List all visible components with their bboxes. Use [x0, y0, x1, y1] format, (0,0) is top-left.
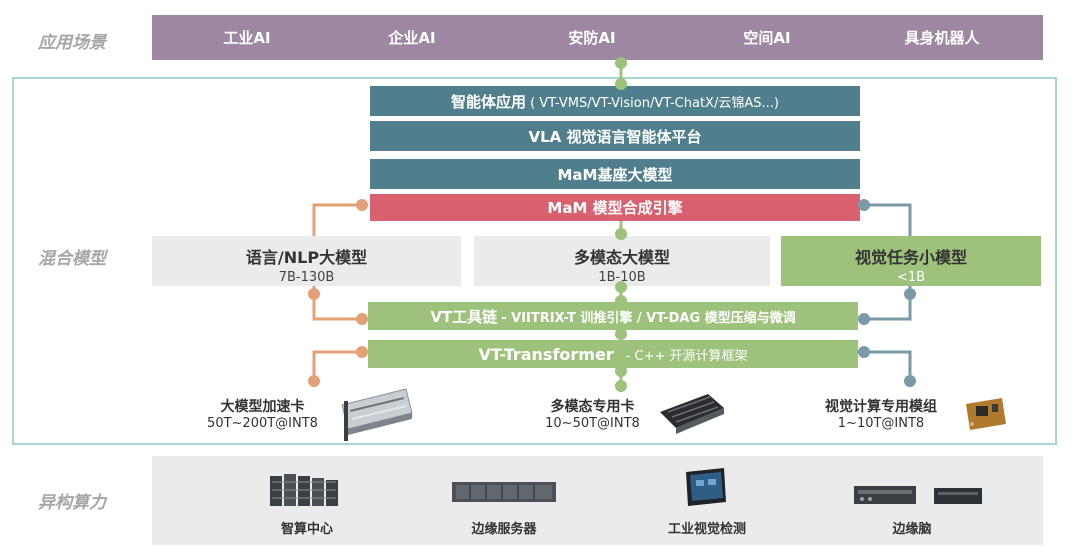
connector-dot: [904, 375, 916, 387]
multimodal-card-spec: 10~50T@INT8: [545, 416, 640, 431]
vla-platform-bar: VLA 视觉语言智能体平台: [370, 121, 860, 151]
vision-module-title: 视觉计算专用模组: [825, 399, 937, 415]
mam-synthesis-engine-bar: MaM 模型合成引擎: [370, 194, 860, 221]
vt-transformer-detail: - C++ 开源计算框架: [625, 348, 748, 364]
compute-item-edge-brain: 边缘脑: [892, 522, 932, 537]
connector-dot: [615, 228, 627, 240]
mam-base-model-bar: MaM基座大模型: [370, 159, 860, 189]
compute-row: 智算中心 边缘服务器 工业视觉检测 边缘脑: [152, 456, 1043, 545]
scenario-enterprise: 企业AI: [388, 29, 436, 47]
scenarios-row-label: 应用场景: [38, 33, 106, 53]
scenario-spatial: 空间AI: [743, 29, 791, 47]
connector-dot: [356, 346, 368, 358]
vision-module-icon: [966, 398, 1006, 430]
vision-task-model-title: 视觉任务小模型: [854, 248, 967, 267]
data-center-icon: [270, 474, 338, 506]
nlp-model-title: 语言/NLP大模型: [245, 248, 368, 267]
nlp-model-box: 语言/NLP大模型 7B-130B: [152, 236, 461, 286]
connector-dot: [615, 328, 627, 340]
agent-application-label: 智能体应用: [451, 92, 527, 111]
hybrid-model-frame: [12, 77, 1057, 445]
connector-dot: [615, 281, 627, 293]
nlp-model-size: 7B-130B: [278, 270, 335, 285]
agent-application-detail: ( VT-VMS/VT-Vision/VT-ChatX/云锦AS...): [530, 95, 779, 111]
scenario-industrial: 工业AI: [223, 29, 271, 47]
edge-brain-icon: [854, 486, 982, 504]
multimodal-card-title: 多模态专用卡: [550, 399, 635, 415]
connector-dot: [308, 375, 320, 387]
multimodal-model-title: 多模态大模型: [573, 248, 670, 267]
connector-dot: [615, 380, 627, 392]
connector-dot: [356, 313, 368, 325]
multimodal-card-icon: [660, 394, 724, 434]
vt-transformer-label: VT-Transformer: [478, 344, 614, 364]
vision-module-spec: 1~10T@INT8: [837, 416, 925, 431]
hybrid-row-label: 混合模型: [38, 249, 106, 269]
accelerator-card-caption: 大模型加速卡 50T~200T@INT8: [200, 396, 325, 431]
connector-dot: [615, 295, 627, 307]
vision-module-caption: 视觉计算专用模组 1~10T@INT8: [806, 396, 956, 431]
vt-toolchain-label: VT工具链: [430, 307, 498, 326]
vt-toolchain-bar: VT工具链 - VIITRIX-T 训推引擎 / VT-DAG 模型压缩与微调: [368, 302, 858, 330]
vision-task-model-size: <1B: [896, 270, 926, 285]
accelerator-card-spec: 50T~200T@INT8: [207, 416, 318, 431]
scenario-bar: 工业AI 企业AI 安防AI 空间AI 具身机器人: [152, 15, 1043, 60]
multimodal-model-size: 1B-10B: [598, 270, 646, 285]
connector-dot: [858, 313, 870, 325]
scenario-embodied-robot: 具身机器人: [904, 29, 980, 47]
compute-item-edge-server: 边缘服务器: [471, 522, 537, 537]
compute-row-label: 异构算力: [38, 493, 106, 513]
connector-dot: [904, 288, 916, 300]
multimodal-card-caption: 多模态专用卡 10~50T@INT8: [530, 396, 655, 431]
multimodal-model-box: 多模态大模型 1B-10B: [474, 236, 770, 286]
connector-dot: [858, 346, 870, 358]
compute-item-datacenter: 智算中心: [280, 522, 333, 537]
connector-dot: [615, 365, 627, 377]
compute-item-industrial-vision: 工业视觉检测: [667, 522, 746, 537]
connector-dot: [615, 57, 627, 69]
vt-toolchain-detail: - VIITRIX-T 训推引擎 / VT-DAG 模型压缩与微调: [501, 310, 796, 326]
vision-task-model-box: 视觉任务小模型 <1B: [781, 236, 1041, 286]
accelerator-card-title: 大模型加速卡: [220, 399, 305, 415]
connector-dot: [356, 199, 368, 211]
connector-dot: [858, 199, 870, 211]
agent-application-bar: 智能体应用 ( VT-VMS/VT-Vision/VT-ChatX/云锦AS..…: [370, 86, 860, 116]
scenario-security: 安防AI: [568, 29, 616, 47]
accelerator-card-icon: [341, 388, 413, 441]
vt-transformer-bar: VT-Transformer - C++ 开源计算框架: [368, 340, 858, 368]
connector-dot: [308, 288, 320, 300]
edge-server-icon: [452, 482, 556, 502]
industrial-vision-panel-icon: [686, 468, 726, 506]
connector-dot: [615, 78, 627, 90]
